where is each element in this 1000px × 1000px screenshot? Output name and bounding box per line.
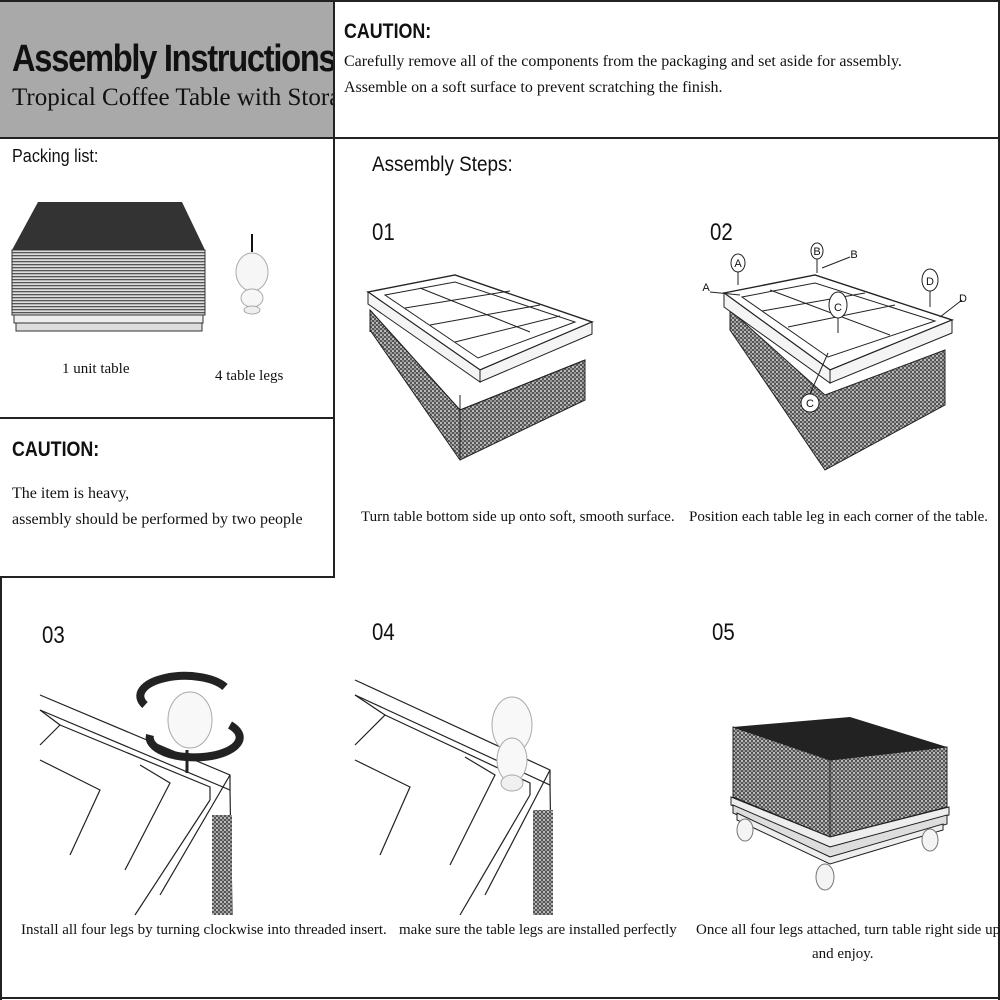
callout-b-leg: B <box>813 246 820 258</box>
packing-item-table-label: 1 unit table <box>62 361 130 377</box>
packed-table-illustration <box>11 202 206 332</box>
bottom-border <box>0 997 1000 999</box>
step-01-caption: Turn table bottom side up onto soft, smo… <box>361 509 675 525</box>
packing-item-legs-label: 4 table legs <box>215 368 284 384</box>
step-01-number: 01 <box>372 219 395 246</box>
step-02-illustration: A B C D A B C D <box>702 242 967 471</box>
callout-c-leg: C <box>834 302 842 314</box>
step-04-illustration <box>354 679 553 916</box>
callout-b-corner: B <box>850 249 857 261</box>
page-subtitle: Tropical Coffee Table with Storage <box>12 84 364 111</box>
side-caution-heading: CAUTION: <box>12 438 100 461</box>
step-01-illustration <box>366 274 594 461</box>
callout-a-corner: A <box>702 282 710 294</box>
packing-list-heading: Packing list: <box>12 146 99 166</box>
callout-d-corner: D <box>959 293 967 305</box>
side-caution-line-2: assembly should be performed by two peop… <box>12 511 303 528</box>
top-caution-line-1: Carefully remove all of the components f… <box>344 53 902 70</box>
step-02-number: 02 <box>710 219 733 246</box>
top-caution-panel <box>333 0 1000 139</box>
side-caution-panel <box>0 417 335 578</box>
callout-d-leg: D <box>926 276 934 288</box>
title-panel <box>0 0 335 139</box>
step-04-number: 04 <box>372 619 395 646</box>
side-caution-line-1: The item is heavy, <box>12 485 130 502</box>
step-05-illustration <box>730 717 950 891</box>
assembly-steps-heading: Assembly Steps: <box>372 153 513 176</box>
right-border <box>998 0 1000 1000</box>
step-02-caption: Position each table leg in each corner o… <box>689 509 989 525</box>
step-05-caption-line-1: Once all four legs attached, turn table … <box>696 922 1000 938</box>
left-border <box>0 576 2 1000</box>
callout-a-leg: A <box>734 258 742 270</box>
step-03-illustration <box>39 671 244 916</box>
top-caution-line-2: Assemble on a soft surface to prevent sc… <box>344 79 723 96</box>
page-title: Assembly Instructions <box>12 38 337 80</box>
step-03-caption: Install all four legs by turning clockwi… <box>21 922 387 938</box>
step-05-number: 05 <box>712 619 735 646</box>
table-leg-illustration <box>235 234 269 315</box>
callout-c-corner: C <box>806 398 814 410</box>
step-03-number: 03 <box>42 622 65 649</box>
step-04-caption: make sure the table legs are installed p… <box>399 922 677 938</box>
step-05-caption-line-2: and enjoy. <box>812 946 874 962</box>
top-caution-heading: CAUTION: <box>344 20 432 43</box>
